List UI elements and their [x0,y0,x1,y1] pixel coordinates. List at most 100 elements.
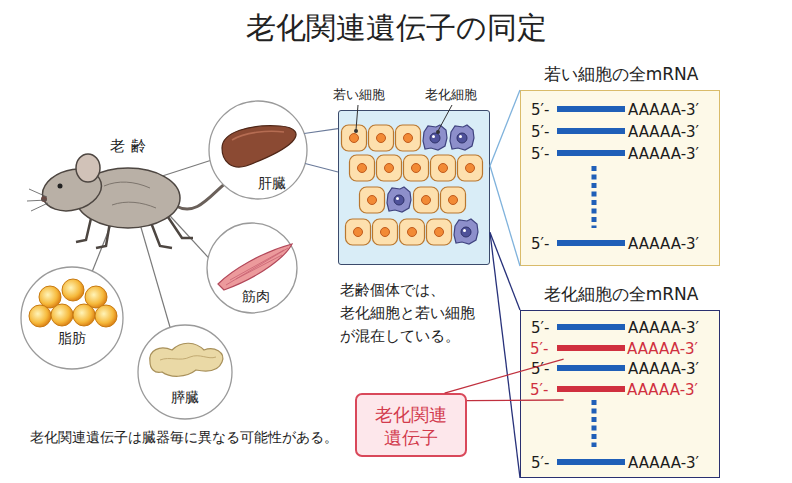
leader-line [92,222,112,272]
young-cell [342,125,367,151]
young-cell [360,187,385,213]
organ-outline-circle [138,325,232,419]
cell-nucleus [385,164,394,173]
leader-dot [354,129,358,133]
young-cell [404,155,429,181]
cell-nucleus [466,164,475,173]
cell-nucleus [368,196,377,205]
ellipsis-dots [592,166,597,228]
gene-callout: 老化関連 遺伝子 [355,393,467,457]
young-cell [431,155,456,181]
cell-body [454,219,478,244]
cell-body [441,187,466,213]
cell-body [360,187,385,213]
connector-line [490,232,520,478]
organ-outline [20,266,124,370]
mrna-text: AAAAA-3′ [628,454,699,472]
mrna-text: 老化細胞の全mRNA [521,283,721,305]
aging-mrna-row: 5′-AAAAA-3′ [526,380,714,400]
cell-nucleus [449,196,458,205]
young-cell [396,125,421,151]
senescent-cell [450,125,474,150]
mouse-head [38,163,106,217]
mrna-bars-young [557,109,625,243]
fat-cell [85,286,107,308]
callout-text: 老化関連 遺伝子 [369,403,453,449]
cell-body [431,155,456,181]
cell-nucleus [412,164,421,173]
nucleus-highlight [463,229,466,232]
organ-outline [206,222,298,314]
leader-line [438,105,452,131]
young-cell [346,219,371,245]
fat-cell [51,304,73,326]
organ-name: 肝臓 [258,174,286,192]
mouse-tail [176,178,232,209]
organ-name: 筋肉 [242,287,270,305]
cell-body [414,187,439,213]
young-cell [400,219,425,245]
young-cell [373,219,398,245]
young-cell [427,219,452,245]
mrna-text: 5′- [531,145,549,163]
muscle-striation [226,248,288,285]
cell-body [450,125,474,150]
organ-outline [137,324,233,420]
mrna-text: 5′- [530,340,548,358]
cell-body [387,187,411,212]
mouse-fur [104,182,156,208]
mrna-text: 5′- [531,319,549,337]
nucleus-highlight [396,197,399,200]
cell-body [400,219,425,245]
explanatory-note: 老齢個体では、 老化細胞と若い細胞 が混在している。 [340,279,490,348]
cell-body [373,219,398,245]
young-cell [441,187,466,213]
cell-nucleus [404,134,413,143]
cell-nucleus [354,228,363,237]
mrna-bar [557,240,625,246]
young-cell [350,155,375,181]
cell-nucleus [377,134,386,143]
mouse-body [76,168,180,228]
diagram-title: 老化関連遺伝子の同定 [0,10,792,46]
mouse-whiskers [27,189,48,211]
fat-illustration [29,279,117,327]
connector-line [445,359,564,393]
mrna-text: AAAAA-3′ [628,123,699,141]
organ-outline-circle [209,101,307,199]
connector-line [304,129,338,134]
mouse-eye [58,184,63,189]
mouse-leg [150,220,172,248]
mrna-text: AAAAA-3′ [627,381,698,399]
senescent-cell [454,219,478,244]
mrna-text: AAAAA-3′ [628,235,699,253]
cell-nucleus [394,195,404,205]
cell-body [350,155,375,181]
mrna-panel: 老化細胞の全mRNA5′-AAAAA-3′5′-AAAAA-3′5′-AAAAA… [520,310,720,478]
cell-body [342,125,367,151]
mrna-bar [557,106,625,112]
cell-panel: 若い細胞老化細胞 [338,110,490,265]
mrna-text: 5′- [531,235,549,253]
mrna-text: 若い細胞の全mRNA [521,63,721,85]
cell-type-label: 老化細胞 [425,86,477,104]
mrna-text: AAAAA-3′ [628,319,699,337]
organ-outline-circle [207,223,297,313]
mouse-ear [76,154,100,182]
young-cell [414,187,439,213]
mouse-illustration [27,154,232,248]
young-cell [369,125,394,151]
ellipsis-dots [592,400,597,447]
liver-shape [222,126,296,167]
organ-name: 脂肪 [58,329,86,347]
fat-cell [95,305,117,327]
connector-line [305,163,338,172]
cell-type-label: 若い細胞 [333,86,385,104]
cell-body [377,155,402,181]
cell-nucleus [408,228,417,237]
nucleus-highlight [432,135,435,138]
